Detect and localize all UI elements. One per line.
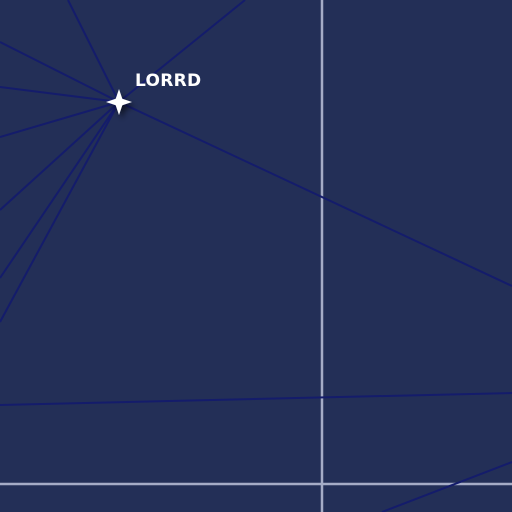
route-line <box>0 101 120 211</box>
route-line <box>0 41 120 103</box>
route-line <box>67 0 120 103</box>
waypoint-lorrd[interactable]: LORRD <box>106 71 201 115</box>
route-line <box>381 461 512 512</box>
route-line <box>118 0 246 103</box>
four-point-star-icon[interactable] <box>106 89 132 115</box>
route-line <box>118 101 512 287</box>
route-line <box>0 101 120 279</box>
route-line <box>0 392 512 406</box>
waypoint-label: LORRD <box>135 71 201 91</box>
route-line <box>0 86 120 103</box>
route-line <box>0 101 120 138</box>
route-line <box>0 101 120 323</box>
